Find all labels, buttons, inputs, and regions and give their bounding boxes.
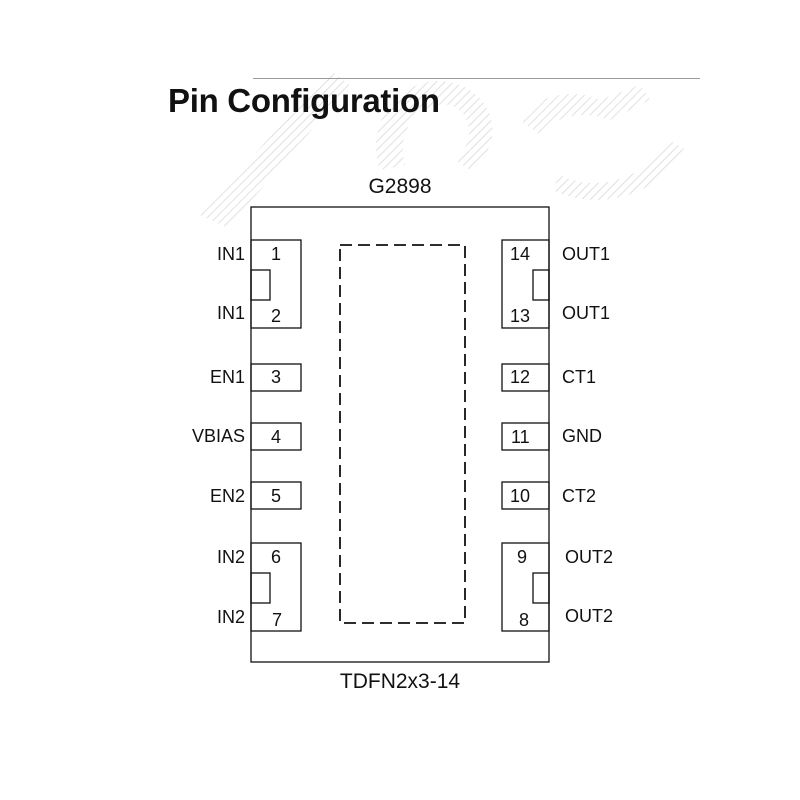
pin-label: OUT1 (562, 303, 611, 323)
pin-label: CT1 (562, 367, 597, 387)
pad-1-2-notch (250, 269, 271, 301)
pin-number: 12 (510, 367, 531, 387)
pad-4 (250, 422, 302, 451)
pin-number: 6 (271, 547, 282, 567)
package-name-label: TDFN2x3-14 (339, 670, 461, 693)
pin-number: 5 (271, 486, 282, 506)
pad-3 (250, 363, 302, 392)
pin-label: IN2 (216, 547, 245, 567)
pin-number: 14 (510, 244, 531, 264)
pin-number: 11 (511, 427, 530, 447)
pin-number: 8 (519, 610, 530, 630)
pad-12 (501, 363, 550, 392)
pin-label: OUT2 (565, 606, 614, 626)
part-number-label: G2898 (368, 175, 432, 198)
pin-label: OUT2 (565, 547, 614, 567)
pad-11 (501, 422, 550, 451)
pin-label: IN2 (216, 607, 245, 627)
pin-label: GND (562, 426, 602, 446)
pin-number: 10 (510, 486, 531, 506)
exposed-pad-outline (339, 244, 466, 624)
pin-number: 7 (272, 610, 283, 630)
pin-label: IN1 (216, 303, 245, 323)
pin-number: 9 (517, 547, 528, 567)
pin-label: CT2 (562, 486, 597, 506)
package-body (250, 206, 550, 663)
pin-label: IN1 (216, 244, 245, 264)
pad-14-13-notch (532, 269, 550, 301)
header-rule (253, 78, 700, 79)
pin-label: VBIAS (191, 426, 245, 446)
pin-number: 3 (271, 367, 282, 387)
pin-label: EN2 (209, 486, 245, 506)
pad-5 (250, 481, 302, 510)
pad-9-8-notch (532, 572, 550, 604)
pad-10 (501, 481, 550, 510)
page-title: Pin Configuration (168, 82, 440, 119)
pin-label: EN1 (209, 367, 245, 387)
pin-label: OUT1 (562, 244, 611, 264)
pad-6-7-notch (250, 572, 271, 604)
pin-number: 13 (510, 306, 531, 326)
pin-number: 2 (271, 306, 282, 326)
pin-number: 1 (271, 244, 282, 264)
pin-number: 4 (271, 427, 282, 447)
